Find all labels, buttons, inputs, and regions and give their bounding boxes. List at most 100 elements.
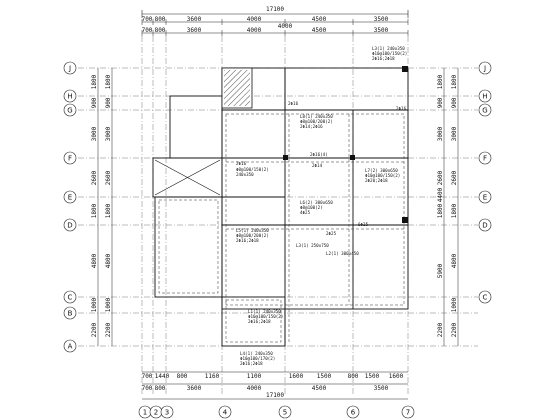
ann-28: Φ10@100/170(2) [240, 356, 275, 361]
column-bubbles-bottom: 1 2 3 4 5 6 7 [138, 405, 415, 419]
top2-dim-3: 3600 [187, 27, 202, 34]
row-bubble-B: B [68, 310, 73, 318]
row-bubble-H: H [67, 93, 72, 101]
right2-dim-1: 1800 [451, 74, 458, 89]
row-bubbles-right: J H G F E D C [478, 61, 492, 304]
top2-dim-4: 4000 [247, 27, 262, 34]
left-dim-3: 3000 [91, 126, 98, 141]
bottom-dim-1: 700 [142, 373, 153, 380]
row-bubble-right-J: J [483, 65, 486, 73]
ann-27: L4(1) 240x350 [240, 351, 273, 356]
bottom2-dim-3: 3600 [187, 385, 202, 392]
ann-3: 2Φ16 [288, 101, 299, 106]
bottom-dim-8: 800 [348, 373, 359, 380]
col-bubble-7: 7 [406, 409, 410, 417]
left-dim-1: 1800 [91, 74, 98, 89]
ann-9: Φ8@100/150(2) [236, 167, 269, 172]
ann-20: 2Φ16;2Φ18 [236, 238, 259, 243]
ann-23: 2Φ25 [326, 231, 337, 236]
bottom2-dim-5: 4500 [312, 385, 327, 392]
left-dim-8: 2200 [91, 322, 98, 337]
row-bubble-F: F [68, 155, 72, 163]
row-bubble-J: J [68, 65, 71, 73]
top-inner-dim-label: 4000 [278, 23, 293, 30]
right-dim-4: 2600 [437, 170, 444, 185]
ann-30: 2Φ16 [396, 106, 407, 111]
ann-29: 2Φ16;2Φ18 [240, 361, 263, 366]
bottom-dim-6: 1600 [289, 373, 304, 380]
right-dim-2: 900 [437, 97, 444, 108]
top-dim-1: 700 [142, 16, 153, 23]
col-bubble-2: 2 [154, 409, 158, 417]
bottom-total-dim-label: 17100 [266, 392, 284, 399]
ann-7: 2Φ16 [236, 161, 247, 166]
opening-x-mark [154, 159, 221, 196]
left-dim-5: 1800 [91, 203, 98, 218]
ann-6: 2Φ14;2Φ16 [300, 124, 323, 129]
left-dim-7: 1000 [91, 297, 98, 312]
row-bubble-D: D [67, 222, 72, 230]
left2-dim-7: 1000 [105, 297, 112, 312]
row-bubble-right-F: F [483, 155, 487, 163]
right-dim-5: 1800 [437, 203, 444, 218]
bottom-dim-7: 1500 [317, 373, 332, 380]
bottom2-dim-6: 3500 [374, 385, 389, 392]
right-dim-3: 3000 [437, 126, 444, 141]
col-bubble-1: 1 [143, 409, 147, 417]
ann-18: L5(1) 240x350 [236, 228, 269, 233]
columns [283, 66, 408, 223]
row-bubble-right-H: H [482, 93, 487, 101]
left-dim-2: 900 [91, 97, 98, 108]
bottom-dim-2: 1440 [155, 373, 170, 380]
top-dimension-row-1: 700 800 3600 4000 4500 3500 [142, 16, 409, 25]
ann-16: Φ8@100(2) [300, 205, 323, 210]
bottom2-dim-4: 4000 [247, 385, 262, 392]
left2-dim-3: 3000 [105, 126, 112, 141]
beam-dashed-edges [158, 113, 405, 343]
top2-dim-1: 700 [142, 27, 153, 34]
row-bubble-E: E [68, 194, 72, 202]
bottom-dimension-row-2: 700 800 3600 4000 4500 3500 [142, 383, 408, 392]
left-dim-6: 4800 [91, 253, 98, 268]
bottom-dimension-row-1: 700 1440 800 1160 1100 1600 1500 800 150… [142, 371, 408, 380]
bottom-dim-10: 1600 [389, 373, 404, 380]
ann-22: L2(1) 300x450 [326, 251, 359, 256]
ann-31: 6Φ25 [358, 222, 369, 227]
left-dim-4: 2600 [91, 170, 98, 185]
left2-dim-8: 2200 [105, 322, 112, 337]
top-dim-5: 4500 [312, 16, 327, 23]
ann-5: Φ8@100/200(2) [300, 119, 333, 124]
ann-19: Φ8@100/200(2) [236, 233, 269, 238]
ann-17: 4Φ25 [300, 210, 311, 215]
ann-26: 2Φ16;2Φ18 [248, 319, 271, 324]
row-bubble-right-D: D [482, 222, 487, 230]
row-bubbles-left: J H G F E D C B A [63, 61, 77, 353]
top-total-dimension: 17100 4000 [141, 6, 409, 30]
ann-2: 2Φ16;2Φ18 [372, 56, 395, 61]
left2-dim-5: 1800 [105, 203, 112, 218]
ann-25: Φ10@100/150(2) [248, 314, 283, 319]
ann-24: L1(1) 240x350 [248, 309, 281, 314]
top-dim-2: 800 [155, 16, 166, 23]
left2-dim-6: 4800 [105, 253, 112, 268]
top2-dim-5: 4500 [312, 27, 327, 34]
left2-dim-2: 900 [105, 97, 112, 108]
top-dimension-row-2: 700 800 3600 4000 4500 3500 [142, 27, 409, 36]
hatched-shaft [221, 67, 253, 109]
left2-dim-4: 2600 [105, 170, 112, 185]
bottom-dim-3: 800 [177, 373, 188, 380]
ann-0: L3(1) 240x350 [372, 46, 405, 51]
beam-outlines [152, 67, 409, 347]
bottom-dim-5: 1100 [247, 373, 262, 380]
col-bubble-4: 4 [223, 409, 228, 417]
bottom-dim-9: 1500 [365, 373, 380, 380]
bottom-total-dimension: 17100 [142, 392, 408, 400]
right2-dim-8: 2200 [451, 322, 458, 337]
right-dim-6: 4400 [437, 187, 444, 202]
ann-4: L8(1) 240x350 [300, 114, 333, 119]
right2-dim-6: 4800 [451, 253, 458, 268]
col-bubble-3: 3 [165, 409, 169, 417]
right2-dim-2: 900 [451, 97, 458, 108]
vertical-axis-lines [141, 36, 409, 395]
ann-14: 2Φ20;2Φ18 [365, 178, 388, 183]
